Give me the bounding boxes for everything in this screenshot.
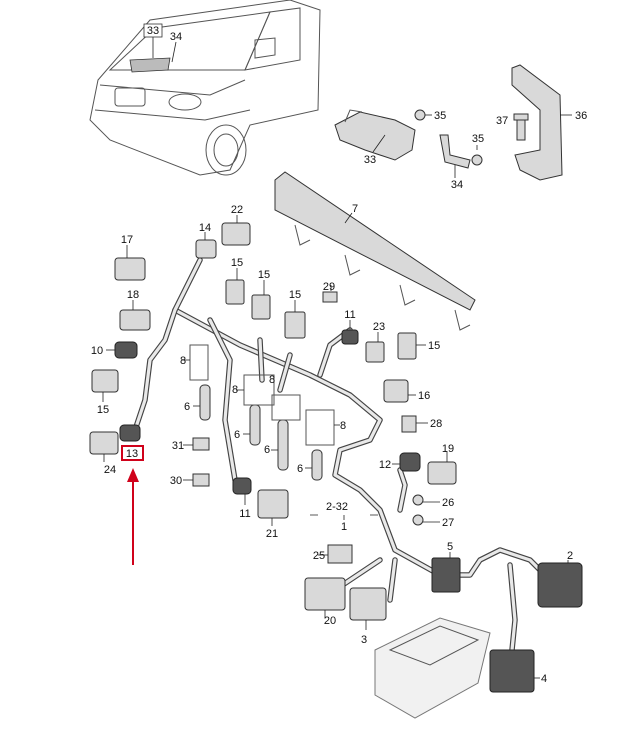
grommet-12 <box>392 452 421 472</box>
clip-31 <box>183 437 210 451</box>
callout-25: 25 <box>313 550 325 562</box>
clip-25 <box>318 544 353 564</box>
callout-15-e: 15 <box>97 404 109 416</box>
callout-10: 10 <box>91 345 103 357</box>
grommet-11-b <box>232 477 252 505</box>
sensor-6-a <box>182 344 211 421</box>
grommet-10 <box>106 341 138 359</box>
callout-30: 30 <box>170 475 182 487</box>
callout-2-32: 2-32 <box>326 501 348 513</box>
callout-12: 12 <box>379 459 391 471</box>
callout-1: 1 <box>341 521 347 533</box>
callout-6-a: 6 <box>184 401 190 413</box>
connector-22 <box>221 215 251 246</box>
bracket-36 <box>511 64 572 181</box>
svg-text:13: 13 <box>126 448 138 460</box>
connector-18 <box>119 300 151 331</box>
connector-20 <box>304 577 346 618</box>
connector-15-d <box>397 332 426 360</box>
callout-4: 4 <box>541 673 547 685</box>
connector-15-e <box>91 369 119 402</box>
callout-34: 34 <box>451 179 463 191</box>
connector-2 <box>537 560 583 608</box>
callout-19: 19 <box>442 443 454 455</box>
callout-33: 33 <box>364 154 376 166</box>
sensor-6-b <box>236 374 275 446</box>
callout-36: 36 <box>575 110 587 122</box>
callout-23: 23 <box>373 321 385 333</box>
callout-28: 28 <box>430 418 442 430</box>
callout-5: 5 <box>447 541 453 553</box>
bracket-34 <box>439 134 483 178</box>
connector-3 <box>349 587 387 630</box>
callout-8-c: 8 <box>269 374 275 386</box>
bracket-2-32 <box>310 514 378 520</box>
callout-11-b: 11 <box>239 508 250 520</box>
grommet-5 <box>431 552 461 593</box>
relay-4 <box>489 649 540 693</box>
callout-34-top: 34 <box>170 31 182 43</box>
nut-35 <box>414 109 432 121</box>
connector-16 <box>383 379 416 403</box>
callout-8-d: 8 <box>340 420 346 432</box>
crossmember-7 <box>274 171 476 331</box>
callout-26: 26 <box>442 497 454 509</box>
callout-22: 22 <box>231 204 243 216</box>
bolt-26 <box>412 494 440 506</box>
callout-17: 17 <box>121 234 133 246</box>
grommet-11-a <box>341 320 359 345</box>
bolt-27 <box>412 514 440 526</box>
connector-15-b <box>251 280 271 320</box>
callout-3: 3 <box>361 634 367 646</box>
clip-28 <box>401 415 428 433</box>
connector-14 <box>195 232 217 259</box>
callout-37: 37 <box>496 115 508 127</box>
callout-33-top: 33 <box>143 23 163 38</box>
callout-31: 31 <box>172 440 184 452</box>
callout-24: 24 <box>104 464 116 476</box>
callout-2: 2 <box>567 550 573 562</box>
bracket-33 <box>334 109 416 161</box>
callout-27: 27 <box>442 517 454 529</box>
connector-17 <box>114 245 146 281</box>
callout-15-a: 15 <box>231 257 243 269</box>
callout-18: 18 <box>127 289 139 301</box>
clip-29 <box>322 285 338 303</box>
connector-15-c <box>284 300 306 339</box>
clip-30 <box>183 473 210 487</box>
callout-15-d: 15 <box>428 340 440 352</box>
callout-7: 7 <box>352 203 358 215</box>
callout-6-c: 6 <box>264 444 270 456</box>
callout-6-b: 6 <box>234 429 240 441</box>
callout-16: 16 <box>418 390 430 402</box>
callout-8-a: 8 <box>180 355 186 367</box>
main-wiring-harness <box>132 257 548 653</box>
callout-35-a: 35 <box>434 110 446 122</box>
connector-24 <box>89 431 119 462</box>
connector-23 <box>365 332 385 363</box>
callout-11-a: 11 <box>344 309 355 321</box>
callout-15-c: 15 <box>289 289 301 301</box>
vehicle-illustration <box>89 0 321 176</box>
callout-15-b: 15 <box>258 269 270 281</box>
callout-6-d: 6 <box>297 463 303 475</box>
callout-8-b: 8 <box>232 384 238 396</box>
connector-21 <box>257 489 289 526</box>
highlight-arrow <box>127 468 139 565</box>
callout-14: 14 <box>199 222 211 234</box>
sensor-6-d <box>305 409 340 481</box>
callout-20: 20 <box>324 615 336 627</box>
svg-text:33: 33 <box>147 25 159 37</box>
control-unit <box>374 617 491 719</box>
callout-21: 21 <box>266 528 278 540</box>
callout-35-b: 35 <box>472 133 484 145</box>
sensor-6-c <box>271 394 301 471</box>
highlight-callout-13: 13 <box>121 445 144 461</box>
bolt-37 <box>513 113 529 141</box>
grommet-13 <box>119 424 141 442</box>
connector-15-a <box>225 268 245 305</box>
connector-19 <box>427 452 457 485</box>
callout-29: 29 <box>323 281 335 293</box>
